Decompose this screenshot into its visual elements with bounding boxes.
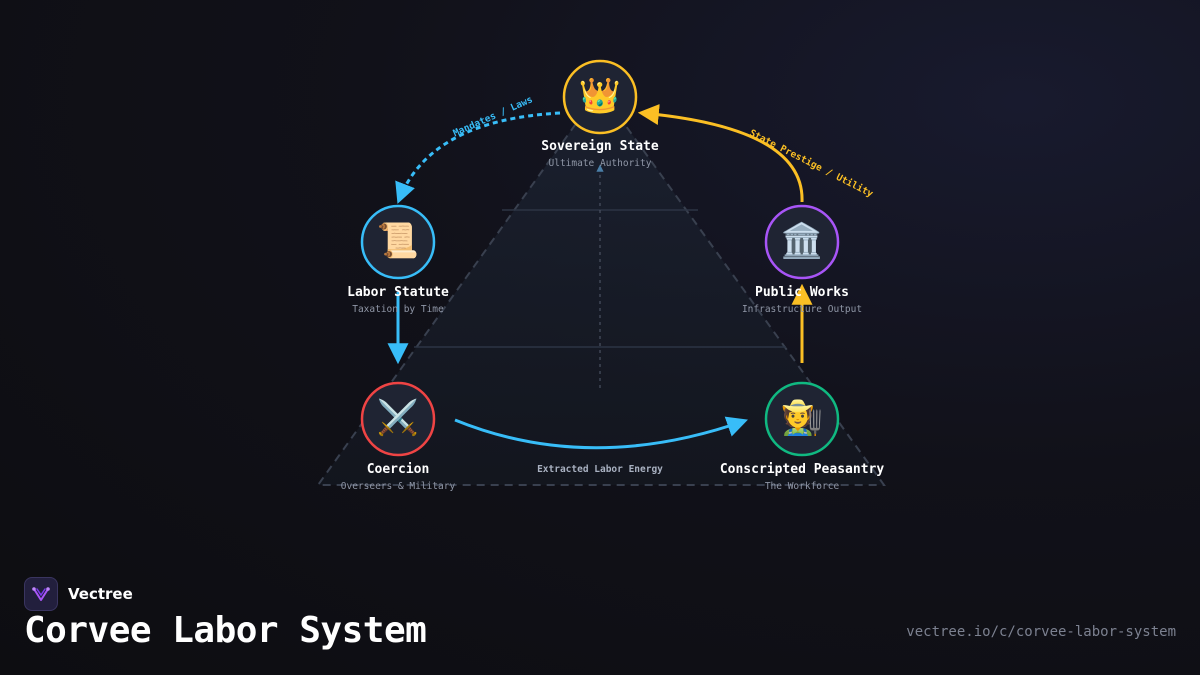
node-title: Conscripted Peasantry	[720, 462, 885, 477]
node-title: Sovereign State	[541, 139, 659, 154]
edge-coercion-to-peasantry	[454, 416, 748, 450]
scroll-icon: 📜	[377, 221, 419, 261]
edge-mandates	[395, 111, 561, 204]
vectree-logo-icon	[24, 577, 58, 611]
brand[interactable]: Vectree	[24, 577, 133, 611]
edge-label-energy: Extracted Labor Energy	[537, 464, 663, 475]
node-subtitle: Overseers & Military	[341, 481, 456, 492]
node-coercion[interactable]: ⚔️ Coercion Overseers & Military	[341, 381, 456, 492]
edge-prestige	[637, 104, 804, 203]
node-title: Labor Statute	[347, 285, 449, 300]
node-labor-statute[interactable]: 📜 Labor Statute Taxation by Time	[347, 204, 449, 315]
crossed-swords-icon: ⚔️	[377, 398, 419, 438]
brand-name: Vectree	[68, 585, 133, 603]
node-title: Public Works	[755, 285, 849, 300]
node-subtitle: The Workforce	[765, 481, 840, 492]
node-subtitle: Infrastructure Output	[742, 304, 862, 315]
crown-icon: 👑	[579, 76, 621, 116]
node-title: Coercion	[367, 462, 430, 477]
node-subtitle: Taxation by Time	[352, 304, 444, 315]
page-title: Corvee Labor System	[24, 610, 427, 651]
classical-building-icon: 🏛️	[781, 221, 823, 261]
farmer-icon: 🧑‍🌾	[779, 398, 823, 438]
edge-label-prestige: State Prestige / Utility	[747, 128, 875, 200]
node-sovereign-state[interactable]: 👑 Sovereign State Ultimate Authority	[541, 59, 659, 169]
node-subtitle: Ultimate Authority	[549, 158, 652, 169]
page-url[interactable]: vectree.io/c/corvee-labor-system	[906, 624, 1176, 640]
node-conscripted-peasantry[interactable]: 🧑‍🌾 Conscripted Peasantry The Workforce	[720, 381, 885, 492]
hierarchy-pyramid	[316, 88, 886, 486]
node-public-works[interactable]: 🏛️ Public Works Infrastructure Output	[742, 204, 862, 315]
